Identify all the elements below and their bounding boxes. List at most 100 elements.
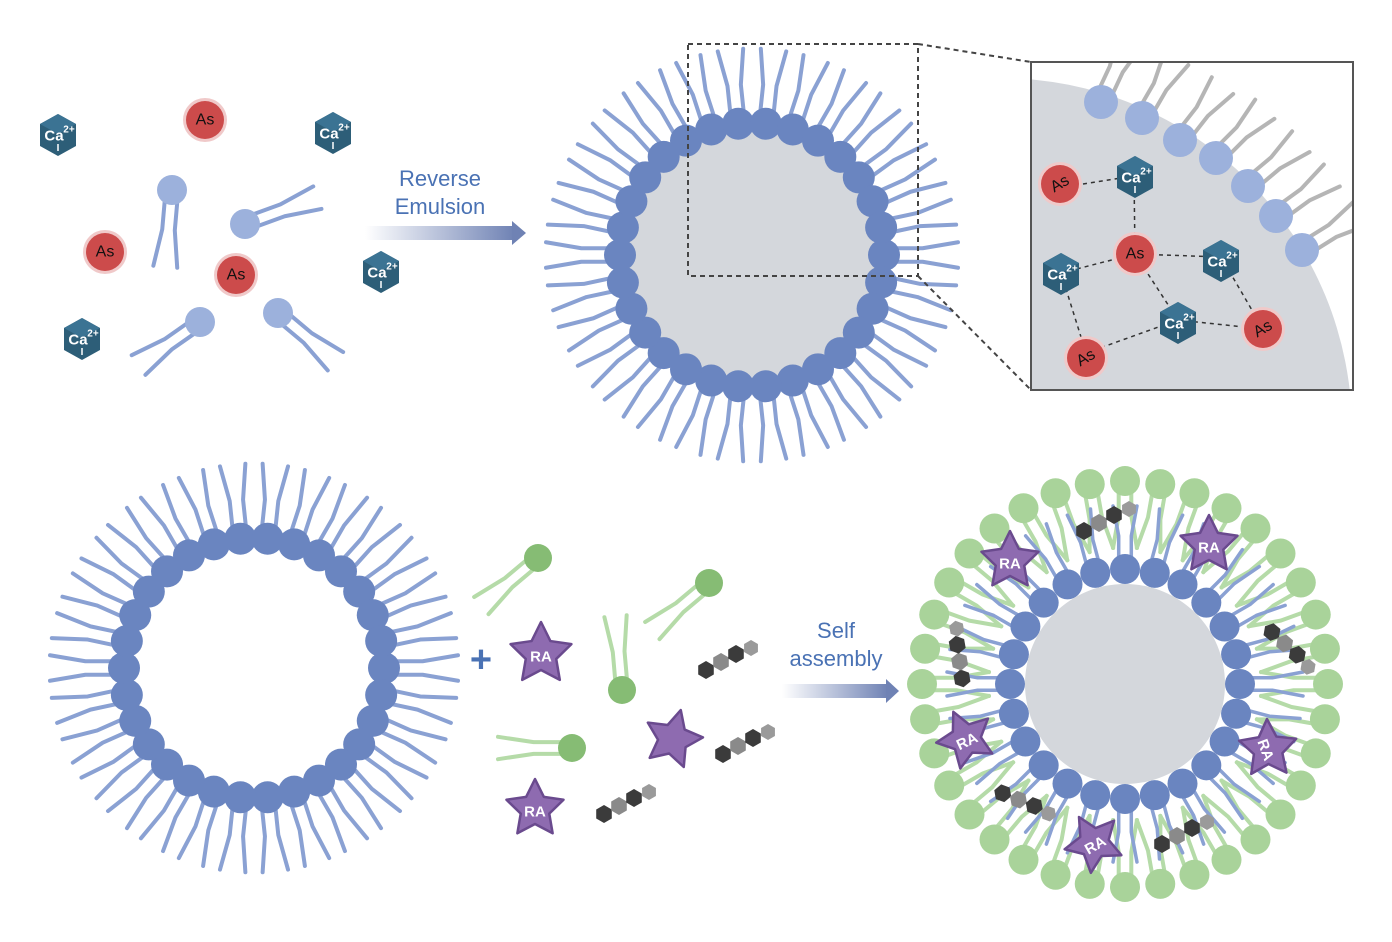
- lipid-tail: [1201, 793, 1230, 851]
- phospholipid-icon: [1167, 768, 1227, 846]
- hexagon: [744, 640, 758, 656]
- phospholipid-icon: [802, 68, 869, 157]
- lipid-tail: [1304, 199, 1353, 241]
- lipid-tail: [849, 108, 902, 157]
- arsenic-ball: [217, 256, 255, 294]
- self-assembly-arrow: Self assembly: [782, 618, 899, 703]
- calcium-label: Ca: [1121, 170, 1141, 187]
- phospholipid-icon: [176, 775, 230, 868]
- lipid-tail: [715, 49, 733, 117]
- arsenic-ball: [1067, 339, 1105, 377]
- lipid-tail: [602, 615, 618, 685]
- lipid-tail: [49, 636, 119, 648]
- lipid-tail: [273, 804, 291, 872]
- lipid-tail: [1247, 670, 1305, 680]
- phospholipid-icon: [356, 704, 448, 765]
- star-shape: [980, 529, 1040, 587]
- lipid-head: [132, 728, 165, 761]
- lipid-tail: [1234, 579, 1292, 608]
- lipid-tail: [942, 609, 1004, 629]
- lipid-tail: [1233, 603, 1287, 630]
- lipid-tail: [868, 142, 929, 180]
- lipid-tail: [350, 522, 402, 571]
- lipid-head: [119, 704, 152, 737]
- phospholipid-icon: [356, 571, 448, 632]
- lipid-tail: [350, 765, 402, 814]
- lipid-head: [185, 307, 215, 337]
- lipid-tail: [738, 394, 746, 464]
- lipid-tail: [1246, 609, 1308, 629]
- cube-top: [1117, 156, 1153, 176]
- lipid-head: [1028, 587, 1059, 618]
- lipid-tail: [635, 80, 678, 138]
- lipid-head: [1110, 784, 1140, 814]
- lipid-tail: [1215, 564, 1262, 603]
- lipid-tail: [590, 341, 644, 389]
- lipid-head: [356, 704, 389, 737]
- phospholipid-icon: [79, 728, 165, 801]
- lipid-head: [615, 185, 648, 218]
- lipid-tail: [1020, 793, 1049, 851]
- lipid-head: [356, 599, 389, 632]
- phospholipid-icon: [251, 461, 291, 555]
- lipid-tail: [1031, 805, 1070, 858]
- lipid-tail: [674, 61, 704, 125]
- calcium-charge: 2+: [87, 329, 99, 340]
- cholesterol-hexagons-icon: [698, 640, 758, 679]
- cube-top: [315, 112, 351, 132]
- lipid-tail: [201, 468, 220, 536]
- lipid-head: [173, 764, 205, 797]
- hexagon: [1040, 805, 1057, 822]
- phospholipid-icon: [1259, 162, 1342, 233]
- lipid-head: [824, 337, 857, 370]
- lipid-tail: [301, 475, 332, 540]
- lipid-head: [110, 624, 143, 657]
- lipid-tail: [1259, 688, 1321, 698]
- lipid-head: [998, 698, 1029, 729]
- star-label: RA: [524, 804, 546, 821]
- lipid-tail: [1259, 654, 1320, 675]
- phospholipid-icon: [138, 482, 205, 572]
- phospholipid-icon: [963, 582, 1041, 642]
- lipid-tail: [698, 53, 717, 121]
- lipid-head: [1265, 799, 1296, 830]
- arsenic-ball: [1041, 165, 1079, 203]
- lipid-head: [998, 639, 1029, 670]
- lipid-tail: [887, 197, 953, 221]
- hexagon: [596, 805, 612, 823]
- lipid-head: [629, 161, 662, 194]
- lipid-head: [108, 652, 140, 684]
- phospholipid-icon: [1023, 522, 1083, 600]
- phospholipid-icon: [865, 266, 959, 313]
- lipid-tail: [622, 613, 630, 684]
- micelle-core: [48, 461, 460, 875]
- hexagon: [1106, 506, 1122, 524]
- lipid-tail: [556, 180, 622, 206]
- lipid-head: [278, 775, 311, 808]
- phospholipid-icon: [1231, 129, 1312, 203]
- phospholipid-icon: [674, 364, 728, 457]
- calcium-label: Ca: [68, 332, 88, 349]
- lipid-head: [558, 734, 586, 762]
- lipid-tail: [860, 121, 914, 169]
- lipid-head: [824, 140, 857, 173]
- phospholipid-icon: [963, 726, 1041, 786]
- lipid-tail: [1259, 693, 1320, 714]
- arsenic-ball: [186, 101, 224, 139]
- lipid-head: [722, 107, 755, 140]
- lipid-head: [303, 764, 335, 797]
- lipid-tail: [567, 316, 628, 353]
- lipid-tail: [278, 321, 330, 373]
- lipid-head: [365, 679, 398, 712]
- hexagon: [1184, 819, 1200, 837]
- phospholipid-icon: [1008, 493, 1070, 575]
- hexagon: [715, 745, 731, 763]
- phospholipid-icon: [343, 535, 429, 608]
- lipid-tail: [327, 495, 370, 553]
- lipid-tail: [1031, 510, 1070, 563]
- lipid-tail: [1258, 150, 1312, 187]
- phospholipid-icon: [919, 599, 1004, 651]
- lipid-head: [1167, 569, 1198, 600]
